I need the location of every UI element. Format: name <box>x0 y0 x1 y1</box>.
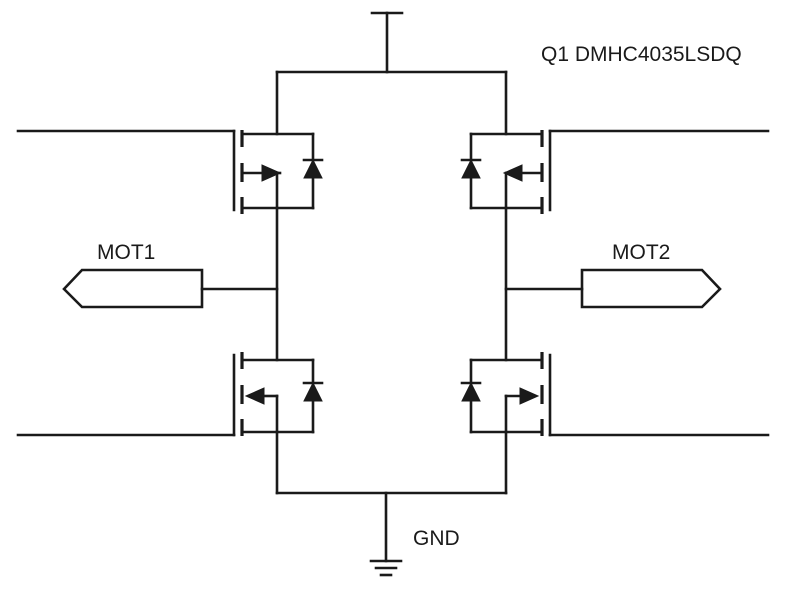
part-number-label: Q1 DMHC4035LSDQ <box>541 43 742 66</box>
mot2-label: MOT2 <box>612 241 670 264</box>
ground-icon <box>369 491 403 577</box>
mot1-label: MOT1 <box>97 241 155 264</box>
gnd-label: GND <box>413 527 460 550</box>
supply-rail-symbol <box>370 11 404 74</box>
mosfet-top-right <box>460 129 770 214</box>
mot1-connector <box>62 268 279 309</box>
mosfet-top-left <box>16 129 324 214</box>
mot2-connector <box>504 268 722 309</box>
mosfet-bottom-right <box>460 352 770 437</box>
mosfet-bottom-left <box>16 352 324 437</box>
